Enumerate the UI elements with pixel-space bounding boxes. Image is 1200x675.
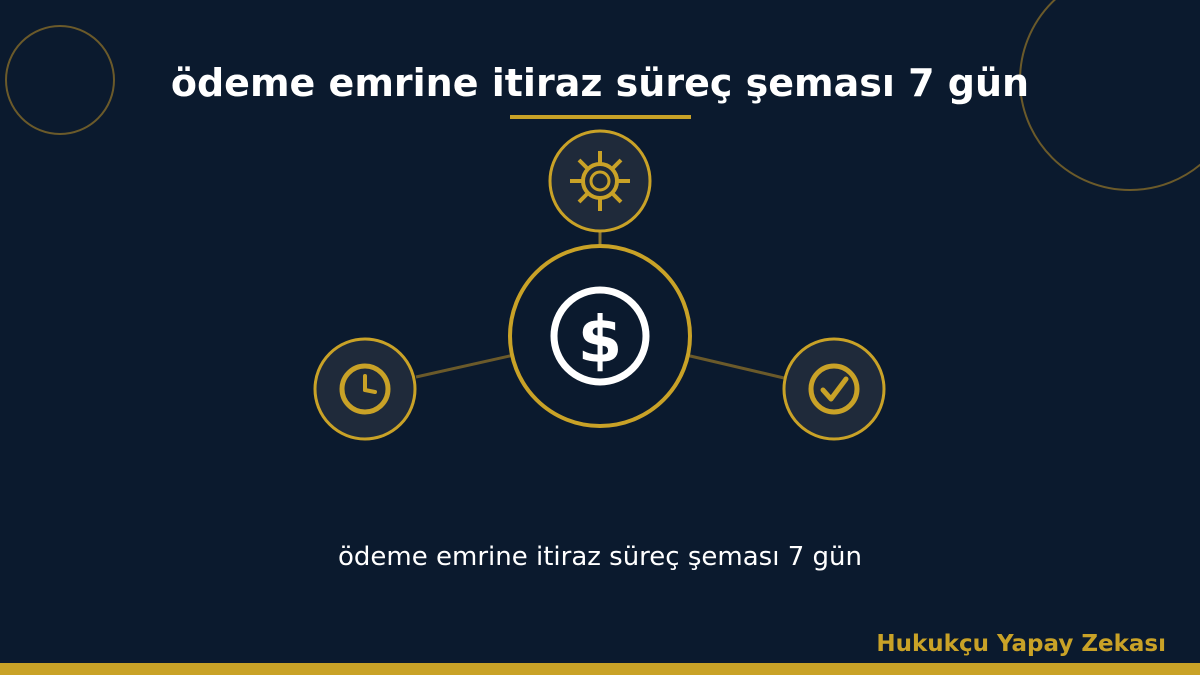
center-symbol: $ <box>578 304 623 378</box>
bottom-accent-bar <box>0 663 1200 675</box>
decorative-ring-top-right <box>1019 0 1200 191</box>
node-left <box>313 337 417 441</box>
page-title: ödeme emrine itiraz süreç şeması 7 gün <box>170 61 1030 105</box>
check-circle-icon <box>808 363 860 415</box>
diagram-caption: ödeme emrine itiraz süreç şeması 7 gün <box>338 542 862 572</box>
decorative-ring-top-left <box>5 25 115 135</box>
connector-left <box>415 353 515 379</box>
node-right <box>782 337 886 441</box>
brand-label: Hukukçu Yapay Zekası <box>876 631 1166 657</box>
gear-icon <box>570 151 630 211</box>
dollar-icon <box>550 286 650 386</box>
title-underline <box>510 115 691 119</box>
connector-right <box>685 353 785 380</box>
node-top <box>548 129 652 233</box>
center-hub: $ <box>508 244 692 428</box>
clock-icon <box>339 363 391 415</box>
